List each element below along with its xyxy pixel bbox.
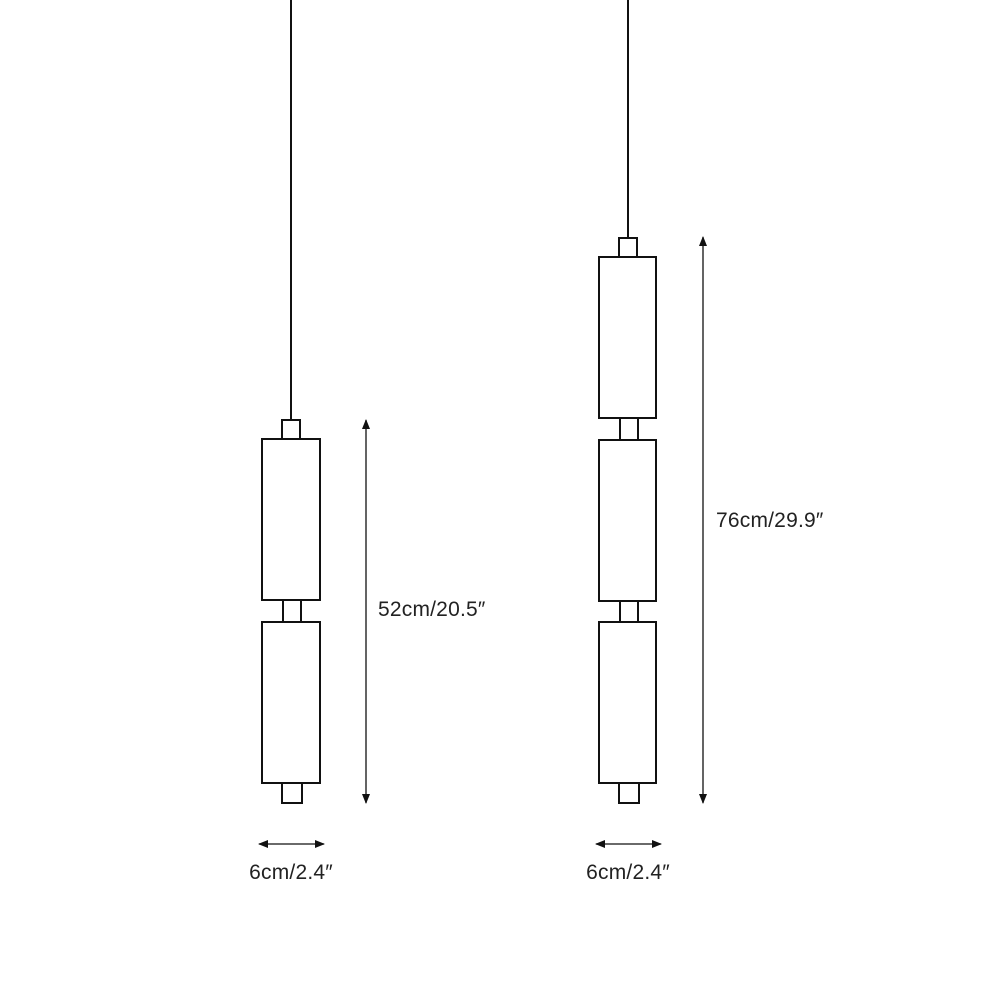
lamp-two-segment [261,0,321,804]
height-label: 52cm/20.5″ [378,598,486,621]
shade-segment [598,256,657,419]
top-cap [281,419,301,440]
width-label: 6cm/2.4″ [249,861,333,884]
bottom-cap [281,782,303,804]
shade-segment [261,438,321,601]
bottom-cap [618,782,640,804]
connector [619,600,639,623]
top-cap [618,237,638,258]
lamp-three-segment [598,0,657,804]
shade-segment [261,621,321,784]
connector [619,417,639,441]
shade-segment [598,439,657,602]
shade-segment [598,621,657,784]
height-label: 76cm/29.9″ [716,509,824,532]
width-label: 6cm/2.4″ [586,861,670,884]
connector [282,599,302,623]
